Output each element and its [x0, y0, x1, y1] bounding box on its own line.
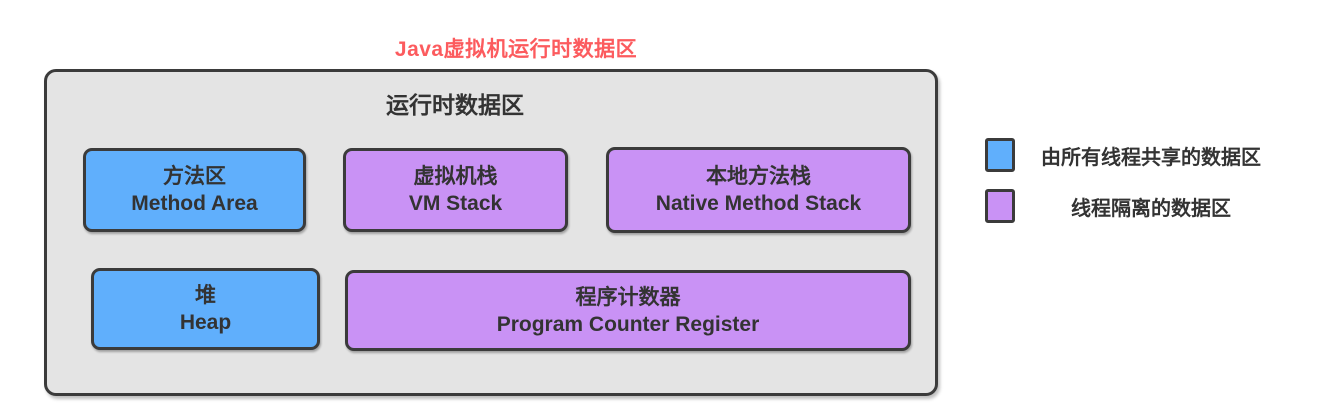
- box-native-method-stack: 本地方法栈 Native Method Stack: [606, 147, 911, 233]
- box-heap-label-zh: 堆: [195, 284, 216, 307]
- legend-label-shared: 由所有线程共享的数据区: [1041, 146, 1261, 169]
- box-program-counter-register-label-zh: 程序计数器: [575, 285, 681, 309]
- box-vm-stack-label-en: VM Stack: [408, 192, 503, 215]
- box-native-method-stack-label-en: Native Method Stack: [655, 192, 862, 215]
- box-heap: 堆 Heap: [91, 268, 320, 350]
- legend-item-shared: 由所有线程共享的数据区: [985, 138, 1277, 172]
- box-program-counter-register: 程序计数器 Program Counter Register: [345, 270, 911, 351]
- legend-swatch-shared: [985, 138, 1015, 172]
- box-program-counter-register-label-en: Program Counter Register: [496, 312, 760, 336]
- box-method-area: 方法区 Method Area: [83, 148, 306, 232]
- box-method-area-label-en: Method Area: [131, 192, 258, 215]
- legend-item-isolated: 线程隔离的数据区: [985, 189, 1277, 223]
- runtime-data-area-container: 运行时数据区 方法区 Method Area 虚拟机栈 VM Stack 本地方…: [44, 69, 938, 396]
- box-vm-stack: 虚拟机栈 VM Stack: [343, 148, 568, 232]
- box-vm-stack-label-zh: 虚拟机栈: [413, 165, 498, 188]
- box-heap-label-en: Heap: [179, 311, 232, 334]
- diagram-title: Java虚拟机运行时数据区: [394, 38, 638, 61]
- legend: 由所有线程共享的数据区 线程隔离的数据区: [985, 138, 1277, 240]
- container-title: 运行时数据区: [386, 92, 524, 118]
- box-method-area-label-zh: 方法区: [163, 165, 226, 188]
- legend-label-isolated: 线程隔离的数据区: [1071, 197, 1231, 220]
- box-native-method-stack-label-zh: 本地方法栈: [706, 165, 811, 188]
- legend-swatch-isolated: [985, 189, 1015, 223]
